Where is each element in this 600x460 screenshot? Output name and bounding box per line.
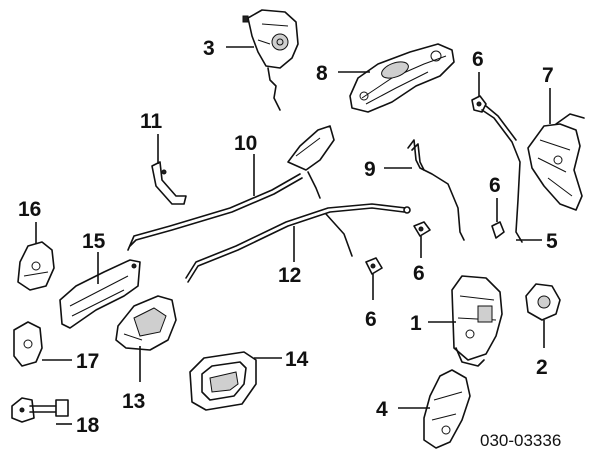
part-16-bracket <box>17 241 55 291</box>
part-6-clip-lower <box>365 257 383 275</box>
part-10-inside-rod <box>127 125 335 251</box>
part-13-inside-handle <box>115 295 177 351</box>
part-5-lock-rod <box>481 105 523 243</box>
callout-14: 14 <box>285 348 309 371</box>
callout-7: 7 <box>542 64 554 87</box>
callout-3: 3 <box>203 37 215 60</box>
part-6-clip-center <box>413 221 431 237</box>
callout-1: 1 <box>410 312 422 335</box>
part-7-lock-bracket <box>527 113 585 211</box>
part-17-bracket <box>13 321 43 367</box>
callout-4: 4 <box>376 398 388 421</box>
callout-16: 16 <box>18 198 41 221</box>
part-1-door-lock <box>451 275 503 367</box>
part-11-rod-bracket <box>151 161 187 205</box>
callout-18: 18 <box>76 414 100 437</box>
part-6-clip-mid-right <box>491 221 505 239</box>
callout-6b: 6 <box>489 174 501 197</box>
callout-15: 15 <box>82 230 106 253</box>
callout-9: 9 <box>364 158 376 181</box>
part-14-handle-frame <box>189 351 257 411</box>
callout-17: 17 <box>76 350 99 373</box>
callout-6d: 6 <box>365 308 377 331</box>
callout-6a: 6 <box>472 48 484 71</box>
callout-13: 13 <box>122 390 145 413</box>
part-6-clip-top <box>471 95 487 113</box>
part-9-rod <box>407 139 465 241</box>
callout-6c: 6 <box>413 262 425 285</box>
part-15-protector <box>59 259 141 329</box>
part-18-door-check <box>11 397 69 423</box>
callout-5: 5 <box>546 230 558 253</box>
part-12-lock-rod <box>185 203 411 283</box>
callout-11: 11 <box>140 110 163 133</box>
callout-12: 12 <box>278 264 301 287</box>
callout-8: 8 <box>316 62 328 85</box>
part-4-latch-bracket <box>423 369 471 449</box>
part-2-striker <box>525 283 561 321</box>
callout-2: 2 <box>536 356 548 379</box>
callout-10: 10 <box>234 132 257 155</box>
part-8-outside-handle <box>349 43 455 113</box>
diagram-code: 030-03336 <box>480 431 561 450</box>
part-3-handle-bracket <box>242 9 299 111</box>
